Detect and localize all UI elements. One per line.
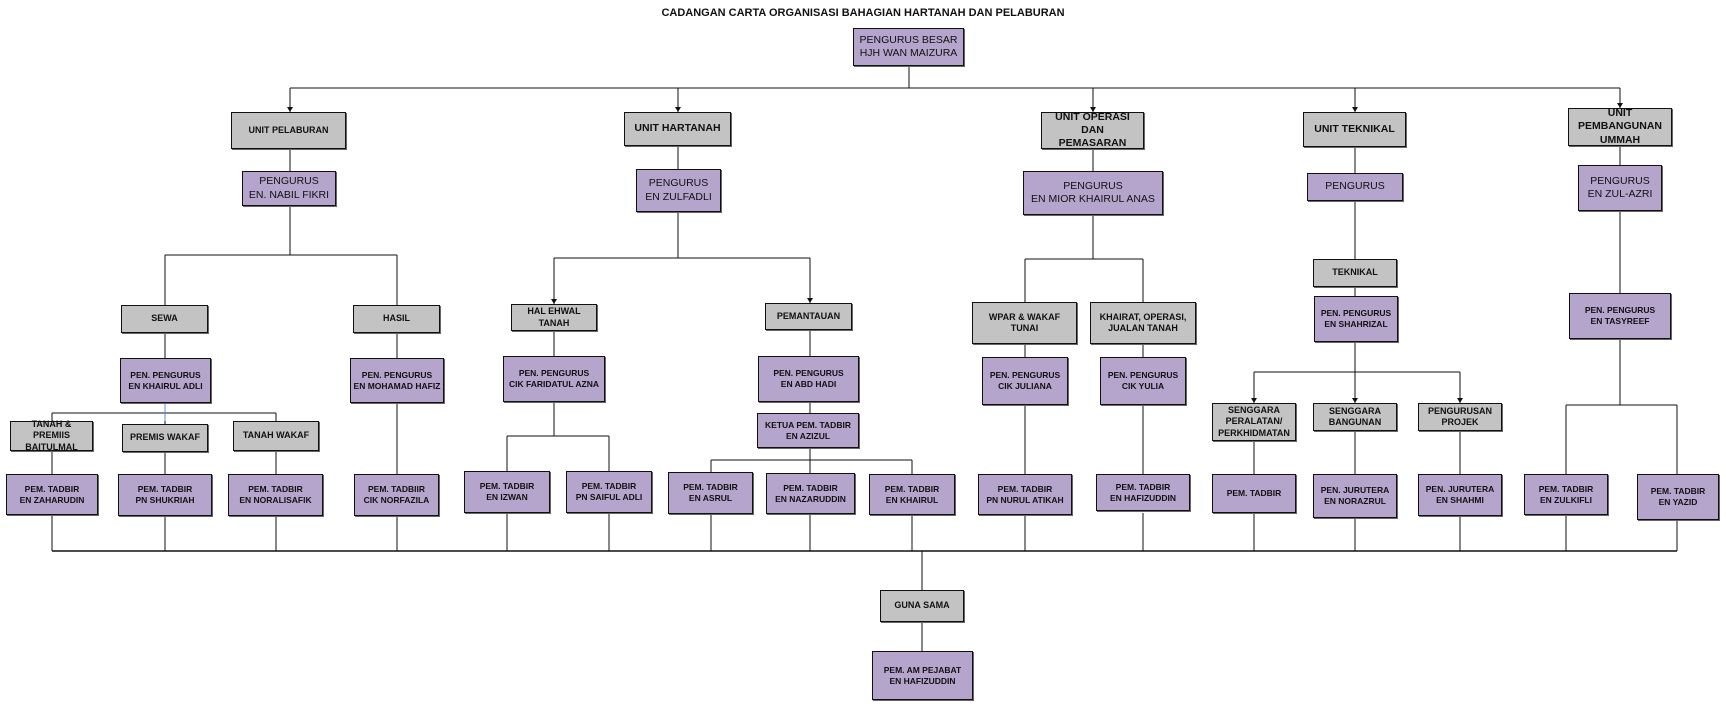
- connector-paths: [51, 65, 1678, 651]
- ummah-assistant-manager: PEN. PENGURUS EN TASYREEF: [1569, 293, 1671, 339]
- staff-shahmi: PEN. JURUTERA EN SHAHMI: [1418, 474, 1502, 516]
- staff-khairul: PEM. TADBIR EN KHAIRUL: [869, 474, 955, 515]
- staff-izwan: PEM. TADBIR EN IZWAN: [464, 471, 550, 513]
- staff-asrul: PEM. TADBIR EN ASRUL: [668, 472, 753, 514]
- staff-hafizuddin-pejabat: PEM. AM PEJABAT EN HAFIZUDDIN: [872, 651, 973, 700]
- khairat-operasi-box: KHAIRAT, OPERASI, JUALAN TANAH: [1090, 302, 1196, 344]
- staff-yazid: PEM. TADBIR EN YAZID: [1637, 474, 1719, 520]
- senggara-bangunan-box: SENGGARA BANGUNAN: [1313, 403, 1397, 431]
- staff-nurul-atikah: PEM. TADBIR PN NURUL ATIKAH: [978, 474, 1072, 515]
- staff-shukriah: PEM. TADBIR PN SHUKRIAH: [118, 474, 212, 516]
- hasil-assistant-manager: PEN. PENGURUS EN MOHAMAD HAFIZ: [350, 358, 444, 403]
- arrowheads: [287, 103, 1623, 403]
- tanah-wakaf-box: TANAH WAKAF: [233, 421, 319, 451]
- teknikal-box: TEKNIKAL: [1313, 259, 1397, 287]
- ketua-pem-tadbir: KETUA PEM. TADBIR EN AZIZUL: [757, 413, 859, 448]
- hasil-box: HASIL: [353, 305, 440, 333]
- khairat-assistant-manager: PEN. PENGURUS CIK YULIA: [1100, 357, 1186, 405]
- sewa-box: SEWA: [121, 305, 208, 333]
- staff-norfazila: PEM. TADBIIR CIK NORFAZILA: [354, 474, 439, 516]
- pelaburan-manager: PENGURUS EN. NABIL FIKRI: [242, 171, 336, 206]
- tanah-premis-box: TANAH & PREMIIS BAITULMAL: [10, 419, 93, 452]
- staff-nazaruddin: PEM. TADBIR EN NAZARUDDIN: [766, 473, 855, 514]
- staff-zaharudin: PEM. TADBIR EN ZAHARUDIN: [6, 474, 98, 515]
- pengurusan-projek-box: PENGURUSAN PROJEK: [1418, 403, 1502, 431]
- hal-ehwal-tanah-box: HAL EHWAL TANAH: [511, 304, 597, 331]
- unit-pelaburan: UNIT PELABURAN: [231, 112, 346, 149]
- teknikal-assistant-manager: PEN. PENGURUS EN SHAHRIZAL: [1314, 296, 1398, 342]
- unit-pembangunan-ummah: UNIT PEMBANGUNAN UMMAH: [1568, 107, 1672, 146]
- staff-hafizuddin: PEM. TADBIR EN HAFIZUDDIN: [1096, 474, 1190, 511]
- guna-sama-box: GUNA SAMA: [880, 590, 964, 622]
- unit-operasi-pemasaran: UNIT OPERASI DAN PEMASARAN: [1041, 111, 1144, 149]
- wpar-wakaf-tunai-box: WPAR & WAKAF TUNAI: [972, 302, 1077, 344]
- staff-zulkifli: PEM. TADBIR EN ZULKIFLI: [1524, 474, 1608, 515]
- hartanah-manager: PENGURUS EN ZULFADLI: [636, 169, 721, 212]
- unit-hartanah: UNIT HARTANAH: [624, 112, 731, 146]
- unit-teknikal: UNIT TEKNIKAL: [1303, 112, 1406, 147]
- staff-saiful-adli: PEM. TADBIR PN SAIFUL ADLI: [566, 471, 652, 513]
- sewa-assistant-manager: PEN. PENGURUS EN KHAIRUL ADLI: [120, 358, 211, 403]
- pemantauan-box: PEMANTAUAN: [765, 303, 852, 330]
- premis-wakaf-box: PREMIS WAKAF: [122, 424, 208, 452]
- chart-title: CADANGAN CARTA ORGANISASI BAHAGIAN HARTA…: [661, 7, 1065, 19]
- staff-noralisafik: PEM. TADBIR EN NORALISAFIK: [228, 474, 323, 516]
- operasi-manager: PENGURUS EN MIOR KHAIRUL ANAS: [1023, 171, 1163, 215]
- hal-ehwal-assistant-manager: PEN. PENGURUS CIK FARIDATUL AZNA: [503, 356, 605, 402]
- teknikal-manager: PENGURUS: [1307, 173, 1403, 201]
- general-manager-box: PENGURUS BESAR HJH WAN MAIZURA: [853, 28, 964, 66]
- senggara-peralatan-box: SENGGARA PERALATAN/ PERKHIDMATAN: [1212, 403, 1296, 441]
- pemantauan-assistant-manager: PEN. PENGURUS EN ABD HADI: [758, 356, 859, 402]
- ummah-manager: PENGURUS EN ZUL-AZRI: [1578, 165, 1662, 211]
- staff-pem-tadbir: PEM. TADBIR: [1212, 474, 1296, 513]
- staff-norazrul: PEN. JURUTERA EN NORAZRUL: [1313, 474, 1397, 518]
- wpar-assistant-manager: PEN. PENGURUS CIK JULIANA: [982, 357, 1068, 405]
